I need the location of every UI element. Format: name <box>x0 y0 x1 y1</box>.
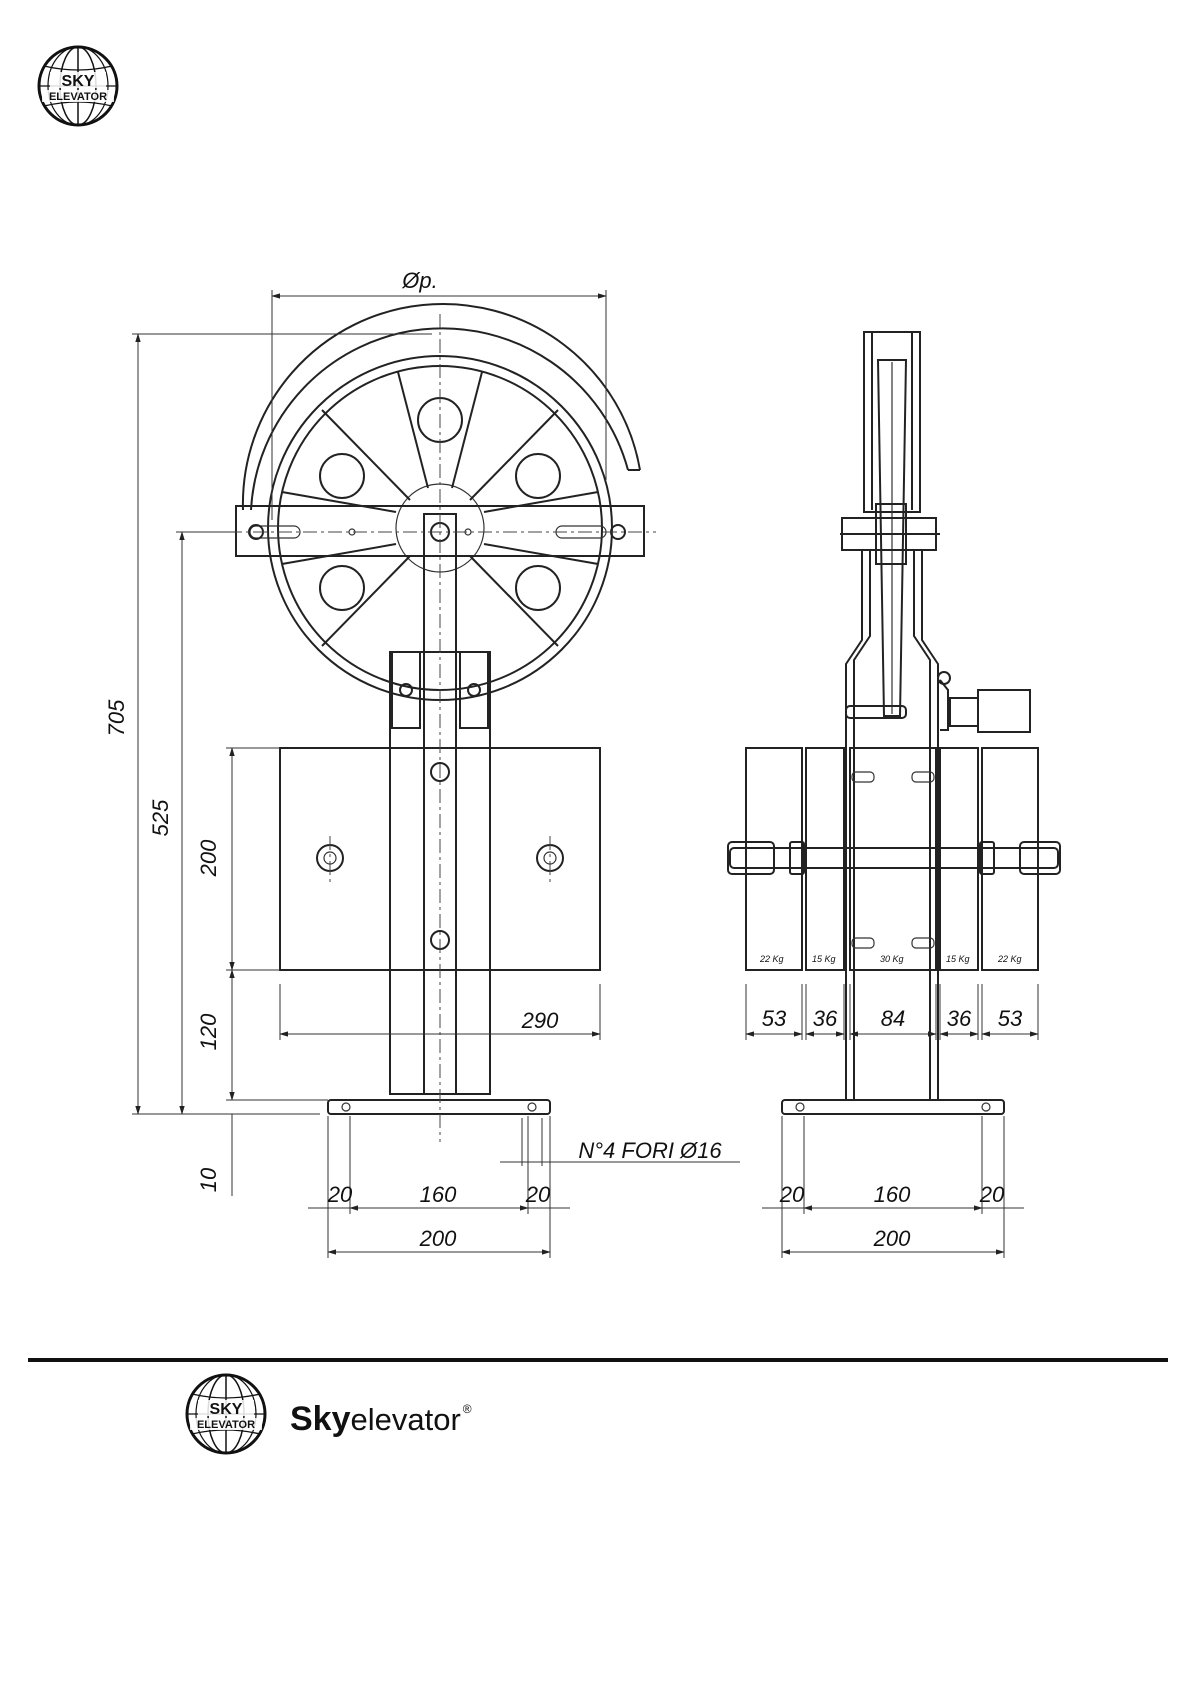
dim-705: 705 <box>104 699 129 736</box>
base-20-left: 20 <box>327 1182 353 1207</box>
dim-10: 10 <box>196 1167 221 1192</box>
holes-note: N°4 FORI Ø16 <box>578 1138 722 1163</box>
dim-120: 120 <box>196 1013 221 1050</box>
width-dim-4: 36 <box>947 1006 972 1031</box>
side-base-20-left: 20 <box>779 1182 805 1207</box>
base-160: 160 <box>420 1182 457 1207</box>
globe-icon: SKY ELEVATOR <box>184 1372 268 1456</box>
width-dim-3: 84 <box>881 1006 905 1031</box>
width-dim-1: 53 <box>762 1006 787 1031</box>
side-view: 22 Kg 15 Kg 30 Kg 15 Kg 22 Kg 53 36 84 3… <box>728 332 1060 1258</box>
brand-strong: Sky <box>290 1400 351 1438</box>
width-dim-5: 53 <box>998 1006 1023 1031</box>
base-200: 200 <box>419 1226 457 1251</box>
weight-label-5: 22 Kg <box>997 954 1022 964</box>
dim-525: 525 <box>148 799 173 836</box>
footer-divider <box>28 1358 1168 1362</box>
weight-label-2: 15 Kg <box>812 954 836 964</box>
side-base-200: 200 <box>873 1226 911 1251</box>
width-dim-2: 36 <box>813 1006 838 1031</box>
brand-wordmark: Skyelevator® <box>290 1400 472 1439</box>
footer-logo-line2: ELEVATOR <box>197 1419 255 1431</box>
base-20-right: 20 <box>525 1182 551 1207</box>
side-base-20-right: 20 <box>979 1182 1005 1207</box>
dim-290: 290 <box>521 1008 559 1033</box>
registered-mark: ® <box>463 1402 472 1416</box>
brand-rest: elevator <box>351 1402 461 1437</box>
dim-200-height: 200 <box>196 839 221 877</box>
footer-logo-line1: SKY <box>210 1401 243 1418</box>
front-view: Øp. 705 525 200 120 10 290 N°4 FORI Ø16 <box>104 268 740 1258</box>
diameter-label: Øp. <box>401 268 437 293</box>
weight-label-4: 15 Kg <box>946 954 970 964</box>
weight-label-1: 22 Kg <box>759 954 784 964</box>
side-base-160: 160 <box>874 1182 911 1207</box>
footer-logo: SKY ELEVATOR <box>184 1372 268 1456</box>
weight-label-3: 30 Kg <box>880 954 904 964</box>
